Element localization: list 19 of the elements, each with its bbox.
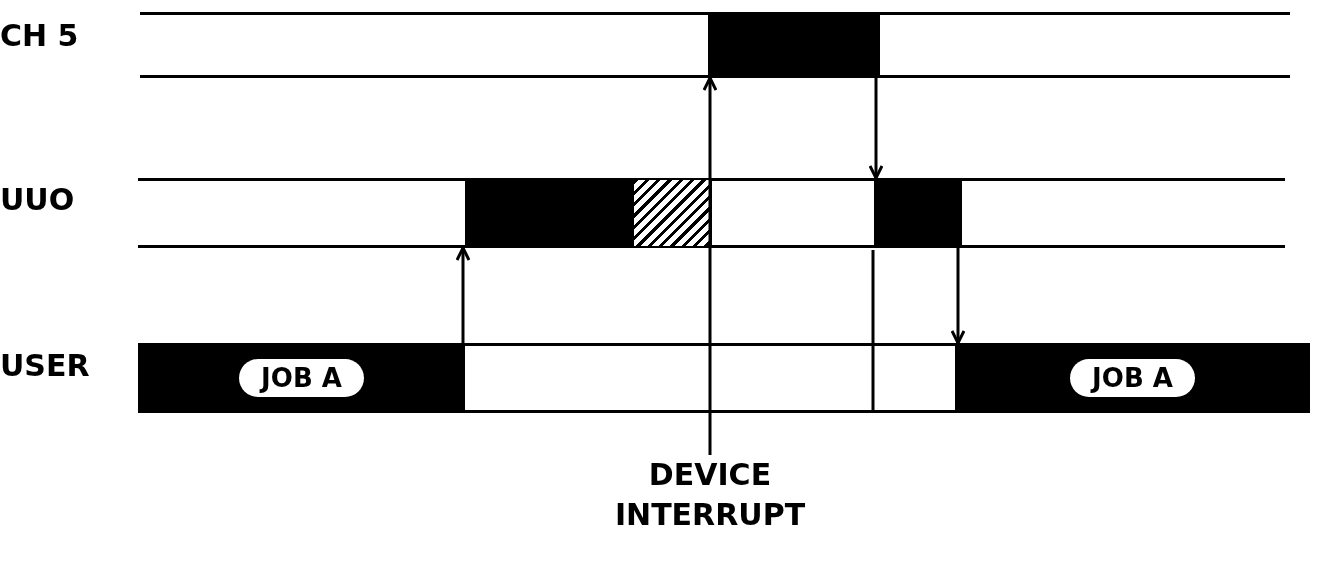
activity-bar	[708, 12, 880, 78]
activity-bar	[874, 178, 962, 248]
lane-label: USER	[0, 348, 90, 383]
arrow	[455, 246, 471, 343]
job-label: JOB A	[1070, 359, 1195, 397]
arrow	[702, 76, 718, 455]
activity-bar	[465, 178, 632, 248]
job-label: JOB A	[239, 359, 364, 397]
timeline-lane	[138, 343, 1310, 413]
job-bar	[955, 343, 1310, 413]
arrow	[950, 248, 966, 345]
job-bar	[138, 343, 465, 413]
timeline-lane	[138, 178, 1285, 248]
arrow	[868, 78, 884, 180]
timeline-lane	[140, 12, 1290, 78]
lane-label: UUO	[0, 182, 75, 217]
lane-label: CH 5	[0, 18, 79, 53]
hatched-bar	[632, 178, 712, 248]
event-label: DEVICE INTERRUPT	[600, 455, 820, 545]
